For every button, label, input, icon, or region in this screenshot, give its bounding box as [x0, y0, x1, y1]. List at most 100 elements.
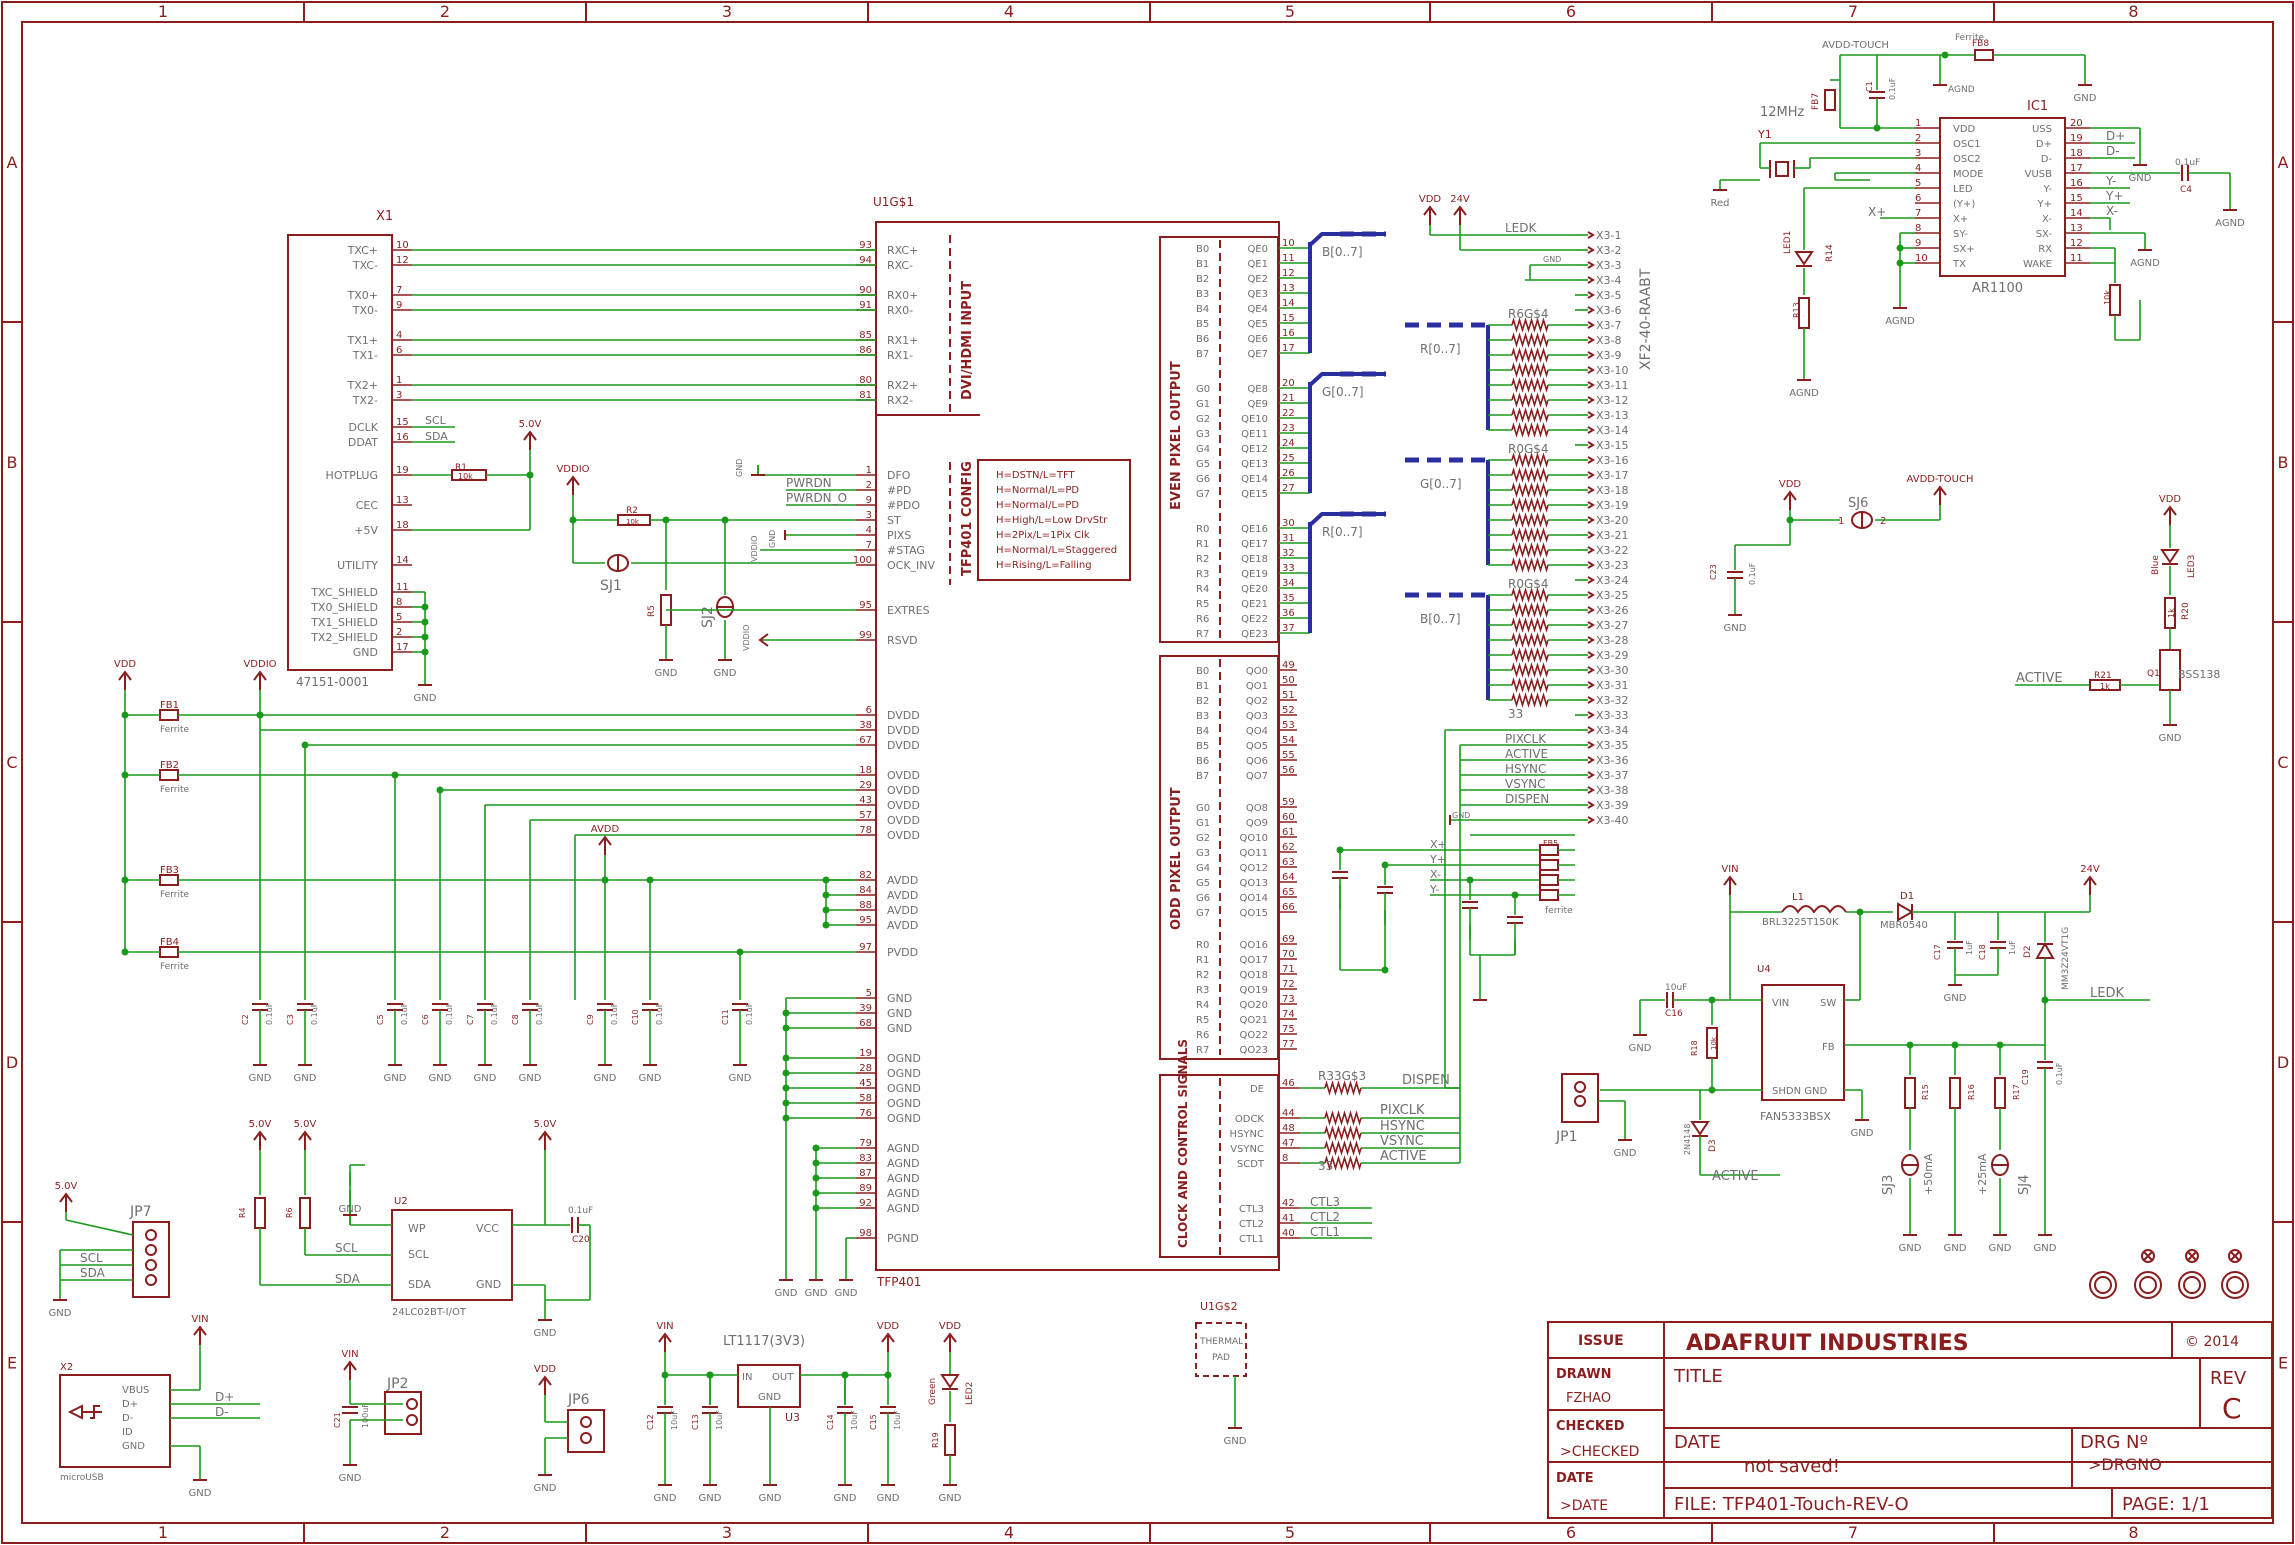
thermal-ref: U1G$2 [1200, 1300, 1238, 1313]
junction-dot [812, 1144, 820, 1152]
ar-pin-label: USS [2032, 124, 2052, 135]
qo-label: QO21 [1240, 1015, 1268, 1026]
x3-pin-marker [1587, 516, 1595, 524]
x3-pin-label: X3-10 [1596, 364, 1629, 377]
gnd-label: GND [2034, 1243, 2057, 1254]
u1-pin-num: 7 [866, 540, 872, 551]
l1-inductor [1781, 905, 1847, 914]
q1-ref: Q1 [2147, 669, 2160, 679]
x3-pin-marker [1587, 576, 1595, 584]
x3-pin-marker [1587, 546, 1595, 554]
qo-label: QO7 [1246, 771, 1268, 782]
sj2-label: SJ2 [700, 606, 716, 628]
ar1100-value: AR1100 [1972, 281, 2023, 296]
qe-num: 14 [1282, 298, 1295, 309]
gnd-label: GND [2129, 173, 2152, 184]
tb-title-label: TITLE [1673, 1366, 1723, 1387]
qo-label: QO18 [1240, 970, 1268, 981]
supply-label: AVDD [591, 824, 620, 835]
pwrdn-label: PWRDN [786, 476, 832, 490]
x3-pin-label: X3-17 [1596, 469, 1629, 482]
x1-pin-label: TX2+ [347, 379, 378, 392]
x3-pin-label: X3-36 [1596, 754, 1629, 767]
qe-label: QE10 [1241, 414, 1268, 425]
qe-num: 12 [1282, 268, 1295, 279]
x1-pin-num: 13 [396, 495, 409, 506]
junction-dot [1856, 908, 1864, 916]
crystal [1775, 161, 1789, 177]
title-block: ISSUE ADAFRUIT INDUSTRIES © 2014 DRAWN F… [1547, 1321, 2273, 1519]
gnd-label: GND [729, 1073, 752, 1084]
tb-drawn-label: DRAWN [1556, 1367, 1612, 1382]
ferrite-bead [159, 874, 179, 886]
u1-pin-label: OCK_INV [887, 559, 936, 572]
led2-diode [940, 1374, 960, 1389]
ferrite-bead [159, 769, 179, 781]
x3-pin-marker [1587, 531, 1595, 539]
row-letter: D [2277, 1053, 2289, 1072]
cap-ref: C11 [721, 1009, 730, 1025]
junction-dot [391, 771, 399, 779]
junction-dot [1951, 1041, 1959, 1049]
even-bit-label: G3 [1196, 429, 1210, 440]
odd-bit-label: G3 [1196, 848, 1210, 859]
gnd-label: GND [1543, 255, 1561, 264]
u1-pin-num: 95 [859, 915, 872, 926]
gnd-label: GND [768, 530, 777, 548]
supply-label: VDD [114, 659, 137, 670]
x1-pin-label: GND [353, 646, 378, 659]
junction-dot [812, 1189, 820, 1197]
gnd-label: GND [805, 1288, 828, 1299]
sj3-current: +50mA [1922, 1153, 1935, 1195]
column-number: 8 [2128, 1523, 2138, 1542]
qo-num: 54 [1282, 735, 1295, 746]
ferrite-ref: FB4 [160, 937, 179, 948]
x3-pin-marker [1587, 426, 1595, 434]
junction-dot [1708, 996, 1716, 1004]
ar-pin-num: 20 [2070, 118, 2083, 129]
supply-label: AVDD-TOUCH [1907, 474, 1974, 485]
u1-pin-num: 68 [859, 1018, 872, 1029]
qe-label: QE16 [1241, 524, 1268, 535]
x3-pin-marker [1587, 276, 1595, 284]
even-bit-label: R4 [1196, 584, 1209, 595]
x3-pin-marker [1587, 351, 1595, 359]
tb-drg-label: DRG Nº [2080, 1432, 2148, 1453]
ctrl-num: 8 [1282, 1153, 1288, 1164]
r14-ref: R13 [1792, 302, 1801, 318]
junction-dot [526, 471, 534, 479]
junction-dot [1996, 1041, 2004, 1049]
ar-pin-num: 8 [1915, 223, 1921, 234]
cap-ref: C2 [241, 1014, 250, 1025]
ar-pin-num: 13 [2070, 223, 2083, 234]
qo-label: QO4 [1246, 726, 1268, 737]
qo-num: 73 [1282, 994, 1295, 1005]
led2-color: Green [928, 1378, 938, 1405]
row-letter: A [7, 153, 18, 172]
d-plus-net: D+ [2106, 129, 2125, 143]
ar-pin-label: LED [1953, 184, 1973, 195]
d-minus-net: D- [2106, 144, 2120, 158]
tb-checked-by: >CHECKED [1560, 1444, 1639, 1460]
sj4-label: SJ4 [2017, 1175, 2032, 1195]
x1-sda-label: SDA [425, 430, 448, 443]
qo-num: 64 [1282, 872, 1295, 883]
qe-num: 37 [1282, 623, 1295, 634]
odd-bit-label: B1 [1196, 681, 1209, 692]
cap-value: 0.1uF [535, 1002, 544, 1025]
x3-pin-marker [1587, 441, 1595, 449]
x3-pin-label: X3-40 [1596, 814, 1629, 827]
qe-label: QE5 [1247, 319, 1268, 330]
x3-pin-label: X3-33 [1596, 709, 1629, 722]
u3-regulator [737, 1364, 801, 1408]
even-bit-label: B7 [1196, 349, 1209, 360]
qo-label: QO14 [1240, 893, 1268, 904]
x1-pin-label: TX0+ [347, 289, 378, 302]
gnd-label: GND [519, 1073, 542, 1084]
cap-ref: C8 [511, 1014, 520, 1025]
x1-scl-label: SCL [425, 414, 447, 427]
row-letter: B [7, 453, 18, 472]
jp2-pin [406, 1414, 418, 1426]
